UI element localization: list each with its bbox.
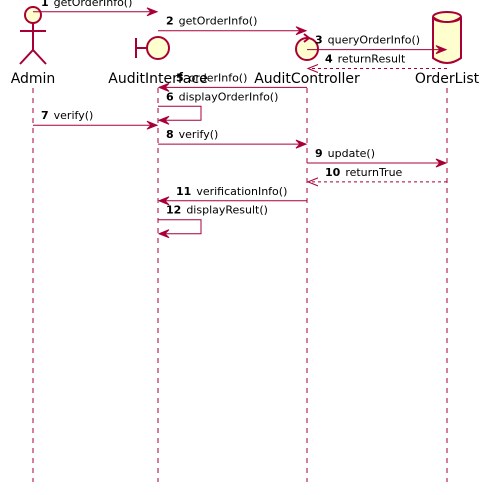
message-label: 8 verify() bbox=[166, 128, 218, 141]
participant-admin: Admin bbox=[11, 6, 56, 87]
message-number: 5 bbox=[176, 71, 184, 84]
message-text: queryOrderInfo() bbox=[328, 34, 420, 47]
message-label: 12 displayResult() bbox=[166, 204, 268, 217]
filled-arrowhead bbox=[435, 45, 448, 55]
participant-label-ctrl: AuditController bbox=[254, 71, 360, 87]
filled-arrowhead bbox=[435, 158, 448, 168]
message-label: 7 verify() bbox=[41, 109, 93, 122]
message-label: 4 returnResult bbox=[325, 53, 406, 66]
message-11: 11 verificationInfo() bbox=[157, 185, 307, 206]
database-icon bbox=[432, 11, 462, 64]
message-label: 1 getOrderInfo() bbox=[41, 0, 132, 9]
message-number: 6 bbox=[166, 90, 174, 103]
filled-arrowhead bbox=[157, 196, 170, 206]
self-message-line bbox=[158, 219, 202, 235]
message-label: 2 getOrderInfo() bbox=[166, 15, 257, 28]
message-7: 7 verify() bbox=[33, 109, 159, 130]
message-2: 2 getOrderInfo() bbox=[158, 15, 308, 36]
participant-label-ui: AuditInterface bbox=[108, 71, 207, 87]
actor-icon bbox=[19, 6, 47, 65]
message-9: 9 update() bbox=[307, 147, 448, 168]
message-number: 11 bbox=[176, 185, 191, 198]
filled-arrowhead bbox=[157, 229, 170, 239]
message-number: 4 bbox=[325, 53, 333, 66]
self-message-line bbox=[158, 105, 202, 121]
message-label: 3 queryOrderInfo() bbox=[315, 34, 420, 47]
participant-label-db: OrderList bbox=[415, 71, 480, 87]
message-label: 6 displayOrderInfo() bbox=[166, 90, 278, 103]
message-text: update() bbox=[328, 147, 375, 160]
filled-arrowhead bbox=[157, 82, 170, 92]
message-number: 10 bbox=[325, 166, 341, 179]
message-label: 9 update() bbox=[315, 147, 375, 160]
message-number: 12 bbox=[166, 204, 181, 217]
message-5: 5 orderInfo() bbox=[157, 71, 307, 92]
filled-arrowhead bbox=[295, 139, 308, 149]
message-1: 1 getOrderInfo() bbox=[33, 0, 159, 17]
message-text: verify() bbox=[179, 128, 219, 141]
message-text: displayOrderInfo() bbox=[179, 90, 279, 103]
message-text: getOrderInfo() bbox=[54, 0, 133, 9]
message-12: 12 displayResult() bbox=[157, 204, 268, 239]
message-number: 8 bbox=[166, 128, 174, 141]
message-number: 2 bbox=[166, 15, 174, 28]
message-text: returnResult bbox=[338, 53, 406, 66]
message-label: 5 orderInfo() bbox=[176, 71, 247, 84]
message-10: 10 returnTrue bbox=[306, 166, 447, 187]
filled-arrowhead bbox=[146, 120, 159, 130]
control-icon bbox=[295, 33, 319, 61]
message-3: 3 queryOrderInfo() bbox=[307, 34, 448, 55]
message-text: getOrderInfo() bbox=[179, 15, 258, 28]
message-text: verificationInfo() bbox=[196, 185, 287, 198]
message-text: orderInfo() bbox=[189, 71, 248, 84]
message-text: verify() bbox=[54, 109, 94, 122]
participant-ui: AuditInterface bbox=[108, 36, 208, 87]
lifelines bbox=[32, 88, 448, 482]
open-arrowhead bbox=[306, 64, 319, 73]
message-8: 8 verify() bbox=[158, 128, 308, 149]
message-4: 4 returnResult bbox=[306, 53, 447, 73]
filled-arrowhead bbox=[157, 115, 170, 125]
messages: 1 getOrderInfo() 2 getOrderInfo() 3 queryOrde… bbox=[33, 0, 448, 239]
message-number: 7 bbox=[41, 109, 49, 122]
message-6: 6 displayOrderInfo() bbox=[157, 90, 278, 125]
filled-arrowhead bbox=[146, 7, 159, 17]
participant-heads: Admin AuditInterface AuditController OrderL… bbox=[11, 6, 480, 87]
message-label: 10 returnTrue bbox=[325, 166, 403, 179]
message-number: 3 bbox=[315, 34, 323, 47]
boundary-icon bbox=[135, 36, 170, 60]
participant-ctrl: AuditController bbox=[254, 33, 360, 87]
message-number: 1 bbox=[41, 0, 49, 9]
message-text: returnTrue bbox=[345, 166, 402, 179]
message-number: 9 bbox=[315, 147, 323, 160]
participant-label-admin: Admin bbox=[11, 71, 56, 87]
message-label: 11 verificationInfo() bbox=[176, 185, 287, 198]
open-arrowhead bbox=[306, 177, 319, 187]
message-text: displayResult() bbox=[186, 204, 268, 217]
filled-arrowhead bbox=[295, 26, 308, 36]
